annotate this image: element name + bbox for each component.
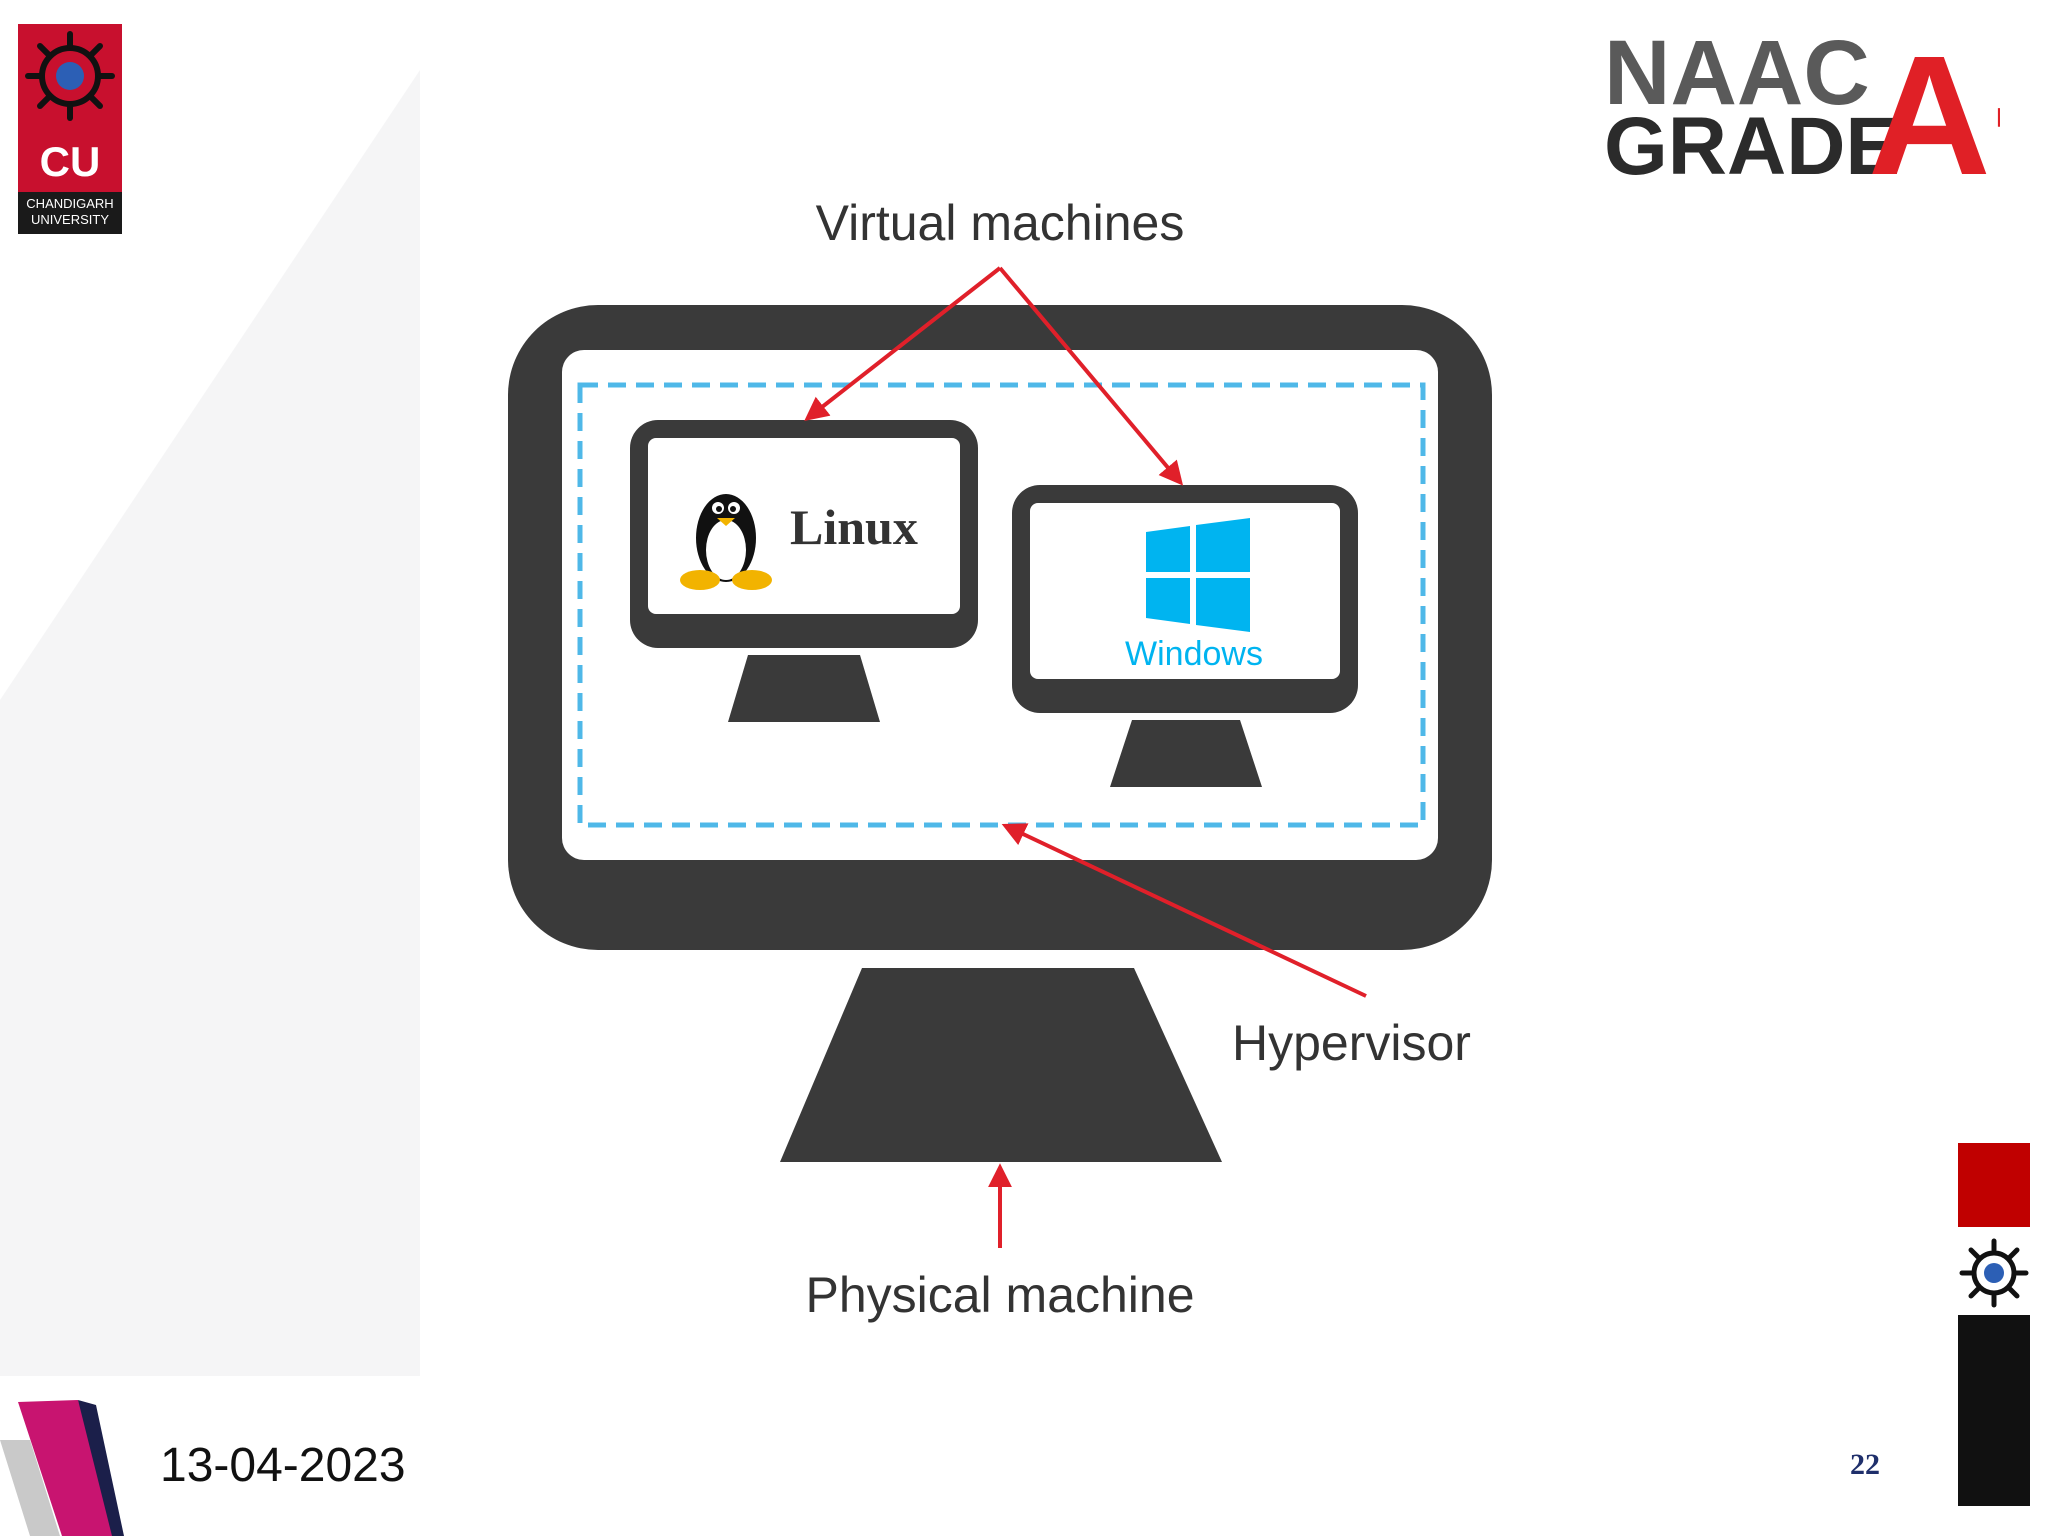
logo-line2: UNIVERSITY — [31, 212, 109, 227]
windows-logo-icon — [1146, 518, 1250, 632]
hypervisor-label: Hypervisor — [1232, 1015, 1471, 1071]
linux-label: Linux — [790, 499, 918, 555]
hypervisor-boundary — [577, 382, 1426, 828]
corner-grey-stripe — [0, 1440, 60, 1536]
grade-a-plus: A+ — [1868, 21, 2000, 180]
linux-tux-icon — [680, 494, 772, 590]
grade-text: GRADE — [1604, 101, 1900, 180]
cog-emblem-icon — [25, 31, 115, 121]
annotation-arrows — [804, 266, 1367, 1248]
side-cog-emblem-icon — [1959, 1238, 2029, 1308]
side-brand-tab — [1958, 1143, 2030, 1506]
windows-label: Windows — [1125, 635, 1263, 673]
linux-monitor-stand — [728, 655, 880, 722]
arrow-to-linux-vm — [804, 266, 1002, 421]
naac-grade-logo: NAAC GRADE A+ — [1604, 21, 2000, 180]
corner-navy-stripe — [78, 1400, 124, 1536]
arrow-to-hypervisor — [1001, 823, 1367, 998]
left-grey-panel — [0, 70, 420, 1376]
page-number: 22 — [1850, 1448, 1880, 1481]
corner-magenta-stripe — [18, 1400, 122, 1536]
footer-date: 13-04-2023 — [160, 1439, 406, 1492]
physical-monitor-stand — [780, 968, 1222, 1162]
logo-abbr: CU — [40, 138, 101, 185]
chandigarh-university-logo: CU CHANDIGARH UNIVERSITY — [18, 24, 122, 234]
arrow-to-windows-vm — [998, 266, 1184, 486]
physical-machine-label: Physical machine — [805, 1267, 1194, 1323]
virtual-machines-label: Virtual machines — [816, 195, 1185, 251]
logo-line1: CHANDIGARH — [26, 196, 113, 211]
windows-monitor-stand — [1110, 720, 1262, 787]
naac-text: NAAC — [1604, 22, 1870, 124]
